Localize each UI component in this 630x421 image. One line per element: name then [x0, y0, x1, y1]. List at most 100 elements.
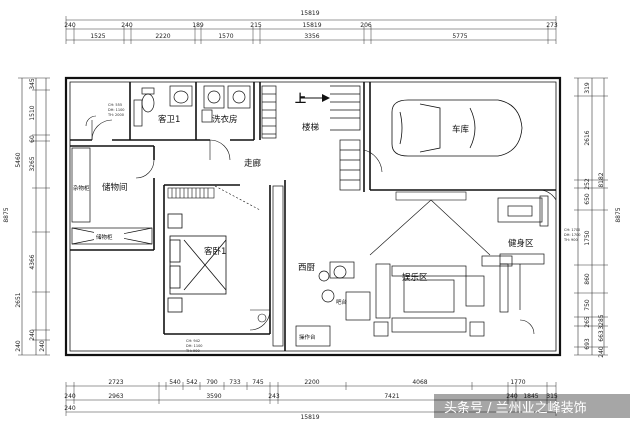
staircase [261, 85, 361, 191]
dim-label: 2220 [155, 33, 170, 40]
watermark-text: 头条号 / 兰州业之峰装饰 [444, 400, 587, 416]
laundry-door [209, 139, 231, 161]
dim-label: 319 [584, 82, 591, 94]
garage-label: 车库 [452, 124, 470, 135]
dim-label: 860 [584, 273, 591, 285]
dim-label: 315 [546, 393, 558, 400]
dim-left-labels: 345 1510 60 5460 3265 8875 4366 2651 240… [3, 78, 46, 352]
dim-label: 745 [252, 379, 264, 386]
stairs-up-label: 上 [295, 91, 306, 105]
storage-label: 储物间 [102, 182, 128, 193]
dim-label: 240 [15, 340, 22, 352]
dim-label: 3590 [206, 393, 221, 400]
window-note-line: DH: 1100 [108, 108, 125, 112]
dim-label: 8875 [3, 207, 10, 222]
dim-label: 215 [250, 22, 262, 29]
garage-door-swing [519, 189, 557, 335]
bottom-dimensions [65, 382, 557, 416]
misc-cabinet-label: 杂物柜 [73, 184, 90, 192]
dim-label: 5460 [15, 152, 22, 167]
window-note-line: TH: 900 [563, 238, 578, 242]
dim-label: 60 [29, 135, 36, 143]
dim-label: 206 [360, 22, 372, 29]
left-dimensions [18, 77, 50, 356]
dim-label: 1510 [29, 105, 36, 120]
west-kitchen-label: 西厨 [298, 263, 316, 273]
stairs-label: 楼梯 [302, 122, 320, 133]
dim-label: 790 [206, 379, 218, 386]
dim-label: 243 [268, 393, 280, 400]
dim-label: 240 [29, 329, 36, 341]
window-note-line: CH: 555 [108, 103, 122, 107]
gym-window-note: CH: 1700 DH: 1700 TH: 900 [563, 228, 581, 242]
dim-label: 240 [598, 346, 605, 358]
wardrobe [167, 187, 215, 199]
bed-icon [167, 213, 227, 313]
dim-top-row2: 1525 2220 1570 3356 5775 [90, 33, 467, 40]
dim-label: 8182 [598, 172, 605, 187]
window-note-line: TH: 2000 [107, 113, 124, 117]
top-dimensions [65, 16, 557, 44]
dim-label: 1525 [90, 33, 105, 40]
dim-label: 240 [64, 393, 76, 400]
right-dimensions [574, 77, 608, 356]
dim-label: 2616 [584, 130, 591, 145]
corridor-label: 走廊 [244, 158, 262, 169]
dim-label: 4068 [412, 379, 427, 386]
guest-bath-fixtures [133, 85, 193, 127]
stairs-up-arrow [300, 94, 330, 102]
dim-label: 273 [546, 22, 558, 29]
laundry-label: 洗衣房 [212, 114, 238, 125]
dim-label: 240 [506, 393, 518, 400]
dim-label: 542 [186, 379, 198, 386]
wall-hatch [69, 81, 557, 352]
gym-equipment [497, 195, 549, 313]
dim-label: 663 [598, 330, 605, 342]
misc-cabinet [71, 147, 91, 223]
window-note-line: DH: 1700 [564, 233, 581, 237]
dim-bottom-row2: 240 2963 3590 243 7421 240 1845 315 240 [64, 393, 558, 412]
dim-label: 1770 [510, 379, 525, 386]
corridor-door [214, 149, 383, 211]
dim-label: 265 [584, 316, 591, 328]
dim-label: 7421 [384, 393, 399, 400]
window-note-line: CH: 1700 [564, 228, 580, 232]
dim-label: 240 [121, 22, 133, 29]
watermark: 头条号 / 兰州业之峰装饰 [434, 394, 630, 418]
sofa-set [373, 255, 513, 337]
kitchen-counters [272, 185, 371, 347]
storage-door [135, 159, 155, 179]
dim-label: 8875 [615, 207, 622, 222]
dim-label: 345 [29, 78, 36, 90]
outer-walls [64, 76, 562, 357]
dim-label: 240 [64, 405, 76, 412]
dim-label: 650 [584, 193, 591, 205]
dim-bottom-total: 15819 [300, 414, 319, 421]
dim-label: 2723 [108, 379, 123, 386]
laundry-fixtures [201, 85, 251, 123]
dim-label: 252 [584, 178, 591, 190]
dim-label: 2200 [304, 379, 319, 386]
bedroom-door [249, 309, 271, 331]
dim-label: 733 [229, 379, 241, 386]
dim-label: 750 [584, 299, 591, 311]
dim-label: 189 [192, 22, 204, 29]
bath-window-note: CH: 555 DH: 1100 TH: 2000 [107, 103, 125, 117]
bedroom-window-note: CH: 942 DH: 1100 TH: 900 [185, 339, 203, 353]
dim-label: 4366 [29, 254, 36, 269]
dim-label: 5775 [452, 33, 467, 40]
gym-label: 健身区 [508, 238, 534, 249]
dim-label: 2963 [108, 393, 123, 400]
window-note-line: DH: 1100 [186, 344, 203, 348]
dim-label: 693 [584, 338, 591, 350]
dim-label: 3356 [304, 33, 319, 40]
dim-label: 1570 [218, 33, 233, 40]
dim-label: 240 [39, 340, 46, 352]
counter-label: 操作台 [299, 333, 316, 341]
dim-top-total: 15819 [300, 10, 319, 17]
dim-label: 540 [169, 379, 181, 386]
storage-cabinet-label: 储物柜 [96, 233, 113, 241]
bar-label: 吧台 [336, 298, 348, 306]
storage-cabinet-label-bg [94, 232, 124, 241]
